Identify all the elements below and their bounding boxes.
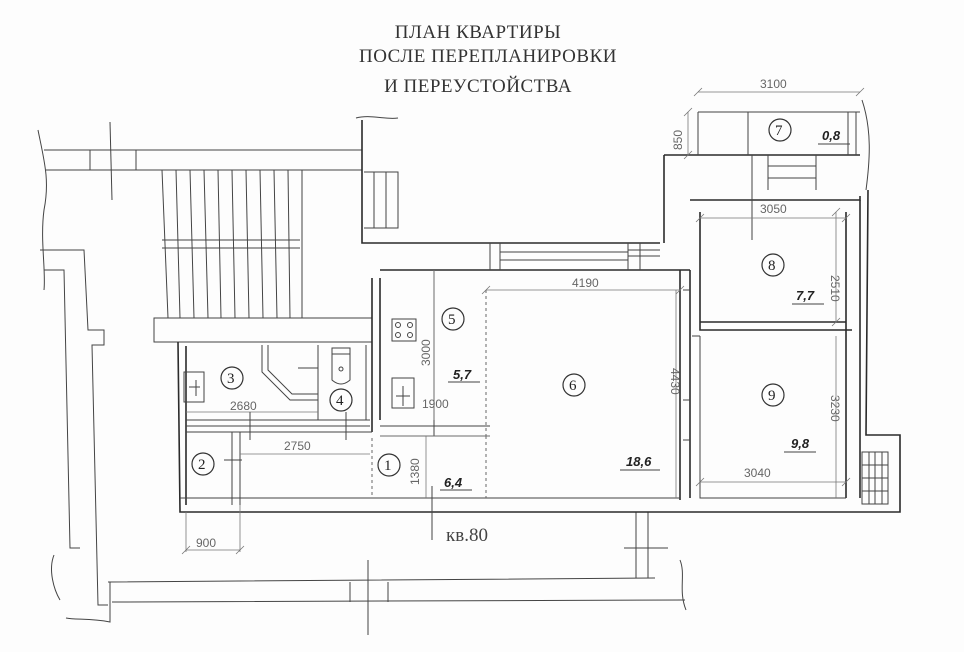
dim-room6-width: 4190 xyxy=(572,276,599,290)
dim-hall-depth: 1380 xyxy=(408,458,422,485)
dim-closet-width: 900 xyxy=(196,536,216,550)
svg-text:3: 3 xyxy=(227,371,235,387)
interior-partitions xyxy=(180,270,680,505)
plan-title-line-2: ПОСЛЕ ПЕРЕПЛАНИРОВКИ xyxy=(359,46,617,67)
room-3-marker: 3 xyxy=(220,366,244,390)
svg-text:6: 6 xyxy=(569,378,577,394)
stove-icon xyxy=(391,318,417,342)
room-6-area: 18,6 xyxy=(626,454,652,469)
room-8-marker: 8 xyxy=(761,253,785,277)
kitchen-sink-fixture xyxy=(391,377,415,409)
svg-text:7: 7 xyxy=(775,123,783,139)
plan-title-line-3: И ПЕРЕУСТОЙСТВА xyxy=(384,76,572,97)
room-1-area: 6,4 xyxy=(444,475,463,490)
room-7-marker: 7 xyxy=(768,118,792,142)
svg-text:2: 2 xyxy=(198,457,206,473)
room-6-marker: 6 xyxy=(562,373,586,397)
dim-balcony-depth: 850 xyxy=(671,130,685,150)
building-walls xyxy=(37,116,687,635)
toilet-icon xyxy=(331,347,351,385)
svg-text:9: 9 xyxy=(768,388,776,404)
room-markers: 1 2 3 4 5 6 7 8 9 xyxy=(191,118,792,477)
dimension-labels: 3100 850 3050 2510 4190 4430 3000 1900 3… xyxy=(196,77,842,550)
room-1-marker: 1 xyxy=(377,453,401,477)
dim-kitchen-width: 1900 xyxy=(422,397,449,411)
dim-kitchen-depth: 3000 xyxy=(419,339,433,366)
svg-text:8: 8 xyxy=(768,258,776,274)
dim-room6-depth: 4430 xyxy=(668,368,682,395)
room-7-area: 0,8 xyxy=(822,128,841,143)
svg-text:5: 5 xyxy=(448,312,456,328)
room-2-marker: 2 xyxy=(191,452,215,476)
svg-text:4: 4 xyxy=(336,393,344,409)
dim-bath-width: 2680 xyxy=(230,399,257,413)
staircase xyxy=(161,169,303,319)
dim-balcony-width: 3100 xyxy=(760,77,787,91)
ventilation-grid xyxy=(861,451,889,505)
dim-hall-width: 2750 xyxy=(284,439,311,453)
dimension-lines xyxy=(181,87,865,555)
room-areas: 6,4 5,7 18,6 0,8 7,7 9,8 xyxy=(440,128,850,491)
room-4-marker: 4 xyxy=(329,388,353,412)
room-8-area: 7,7 xyxy=(796,288,815,303)
dim-room9-depth: 3230 xyxy=(828,395,842,422)
dim-room9-width: 3040 xyxy=(744,466,771,480)
room-5-marker: 5 xyxy=(441,307,465,331)
dim-room8-width: 3050 xyxy=(760,202,787,216)
apartment-label: кв.80 xyxy=(446,525,488,546)
dim-room8-depth: 2510 xyxy=(828,275,842,302)
room-5-area: 5,7 xyxy=(453,367,472,382)
bathtub-sink-fixture xyxy=(183,371,205,403)
svg-text:1: 1 xyxy=(384,458,392,474)
apartment-walls xyxy=(177,99,901,513)
room-9-area: 9,8 xyxy=(791,436,810,451)
room-9-marker: 9 xyxy=(761,383,785,407)
plan-title-line-1: ПЛАН КВАРТИРЫ xyxy=(394,22,562,43)
